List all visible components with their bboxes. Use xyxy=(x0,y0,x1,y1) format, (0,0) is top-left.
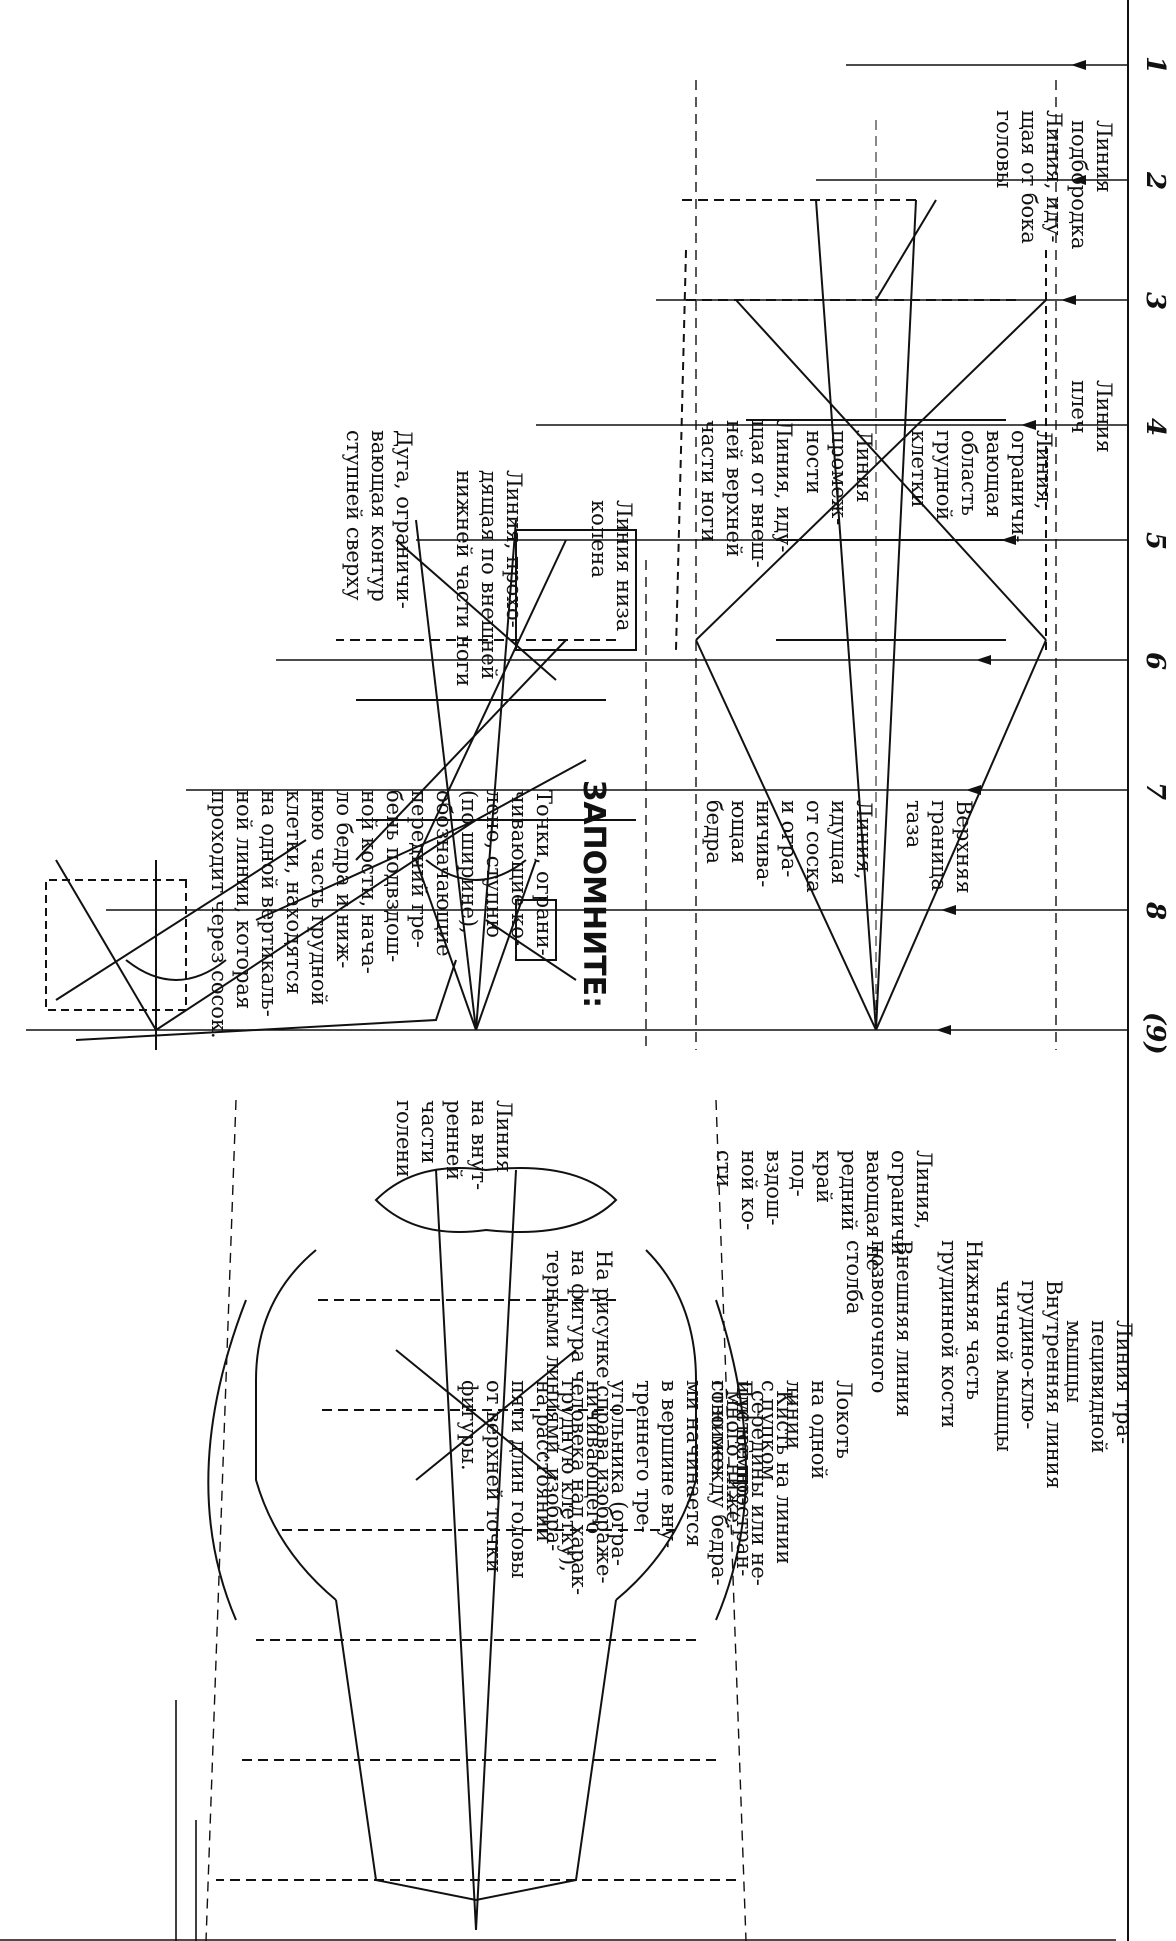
label-outer-thigh-line: Линия, иду- щая от внеш- ней верхней час… xyxy=(697,420,796,568)
measure-number-7: 7 xyxy=(1140,782,1170,801)
bottom-caption: На рисунке справа изображе- на фигура че… xyxy=(542,1250,616,1596)
measure-number-3: 3 xyxy=(1140,292,1170,311)
construction-figure-4 xyxy=(207,1167,747,1931)
label-knee-line: Линия низа колена xyxy=(587,500,636,632)
remember-title: ЗАПОМНИТЕ: xyxy=(576,780,611,1009)
right-scale xyxy=(0,1700,1116,1941)
construction-figure-2 xyxy=(336,519,637,1031)
measure-number-8: 8 xyxy=(1140,902,1170,921)
label-trapezius-line: Линия тра- пецивидной мышцы xyxy=(1062,1320,1136,1454)
label-chin-line: Линия подбородка xyxy=(1067,120,1116,250)
guide-arrows xyxy=(936,60,1086,1035)
label-crotch-line: Линия промеж- ности xyxy=(802,430,876,526)
remember-text: Точки, ограни- чивающие ко- лено, ступню… xyxy=(207,790,556,1039)
label-shoulder-line: Линия плеч xyxy=(1067,380,1116,453)
measure-number-9: (9) xyxy=(1140,1012,1170,1055)
label-sternum-line: Нижняя часть грудинной кости xyxy=(937,1240,986,1429)
measure-number-1: 1 xyxy=(1140,56,1170,75)
measure-number-2: 2 xyxy=(1140,172,1170,191)
dashed-frames xyxy=(205,80,1057,1941)
construction-figure-3 xyxy=(45,759,587,1050)
label-nipple-hip-line: Линия, идущая от соска и огра- ничива- ю… xyxy=(702,800,876,893)
construction-figure-1 xyxy=(675,120,1047,1031)
measure-number-4: 4 xyxy=(1140,418,1170,437)
label-head-side-line: Линия, иду- щая от бока головы xyxy=(992,110,1066,244)
label-sternocleido-line: Внутренняя линия грудино-клю- чичной мыш… xyxy=(992,1280,1066,1490)
label-foot-arc: Дуга, ограничи- вающая контур ступней св… xyxy=(342,430,416,609)
measure-number-6: 6 xyxy=(1140,652,1170,671)
label-inner-shin-line: Линия на внут- ренней части голени xyxy=(392,1100,516,1191)
label-ribcage-line: Линия, ограничи- вающая область грудной … xyxy=(907,430,1056,543)
label-pelvis-top: Верхняя граница таза xyxy=(902,800,976,894)
measure-number-5: 5 xyxy=(1140,532,1170,551)
label-outer-shin-line: Линия, прохо- дящая по внешней нижней ча… xyxy=(452,470,526,687)
